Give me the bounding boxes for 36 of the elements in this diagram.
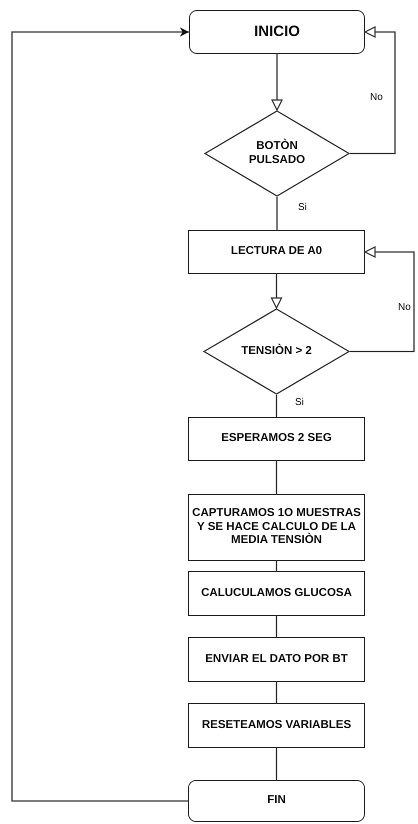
- node-label: RESETEAMOS VARIABLES: [202, 718, 352, 732]
- edge-label: No: [398, 302, 411, 313]
- node-label: ESPERAMOS 2 SEG: [221, 432, 332, 446]
- node-label: CAPTURAMOS 1O MUESTRAS Y SE HACE CALCULO DE LA MEDIA TENSIÒN: [191, 506, 362, 548]
- process-box: [188, 494, 365, 561]
- arrow: [270, 274, 282, 309]
- connector-line: [276, 748, 278, 780]
- decision-diamond: [203, 308, 350, 395]
- edge-label: No: [370, 92, 383, 103]
- process-box: [188, 230, 365, 274]
- connector-line: [276, 616, 278, 637]
- node-label: INICIO: [254, 23, 300, 41]
- node-label: BOTÒN PULSADO: [248, 140, 306, 168]
- edge-label: Si: [295, 397, 304, 408]
- connector-line: [276, 461, 278, 494]
- node-label: LECTURA DE A0: [230, 245, 322, 259]
- connector-line: [276, 682, 278, 703]
- node-label: CALUCULAMOS GLUCOSA: [201, 586, 352, 600]
- process-box: [188, 703, 365, 748]
- process-box: [188, 637, 365, 682]
- node-label: ENVIAR EL DATO POR BT: [205, 652, 348, 666]
- arrow: [350, 26, 396, 154]
- terminal-box: [189, 10, 365, 54]
- edge-label: Si: [298, 202, 307, 213]
- process-box: [188, 571, 365, 616]
- node-label: FIN: [267, 794, 286, 808]
- process-box: [188, 417, 365, 461]
- arrow: [350, 246, 415, 352]
- decision-diamond: [204, 110, 350, 197]
- node-label: TENSIÒN > 2: [241, 344, 312, 358]
- arrow: [11, 27, 189, 802]
- arrow: [271, 54, 283, 111]
- connector-line: [276, 197, 278, 230]
- connector-line: [276, 395, 278, 417]
- connector-line: [276, 561, 278, 571]
- terminal-box: [188, 780, 365, 822]
